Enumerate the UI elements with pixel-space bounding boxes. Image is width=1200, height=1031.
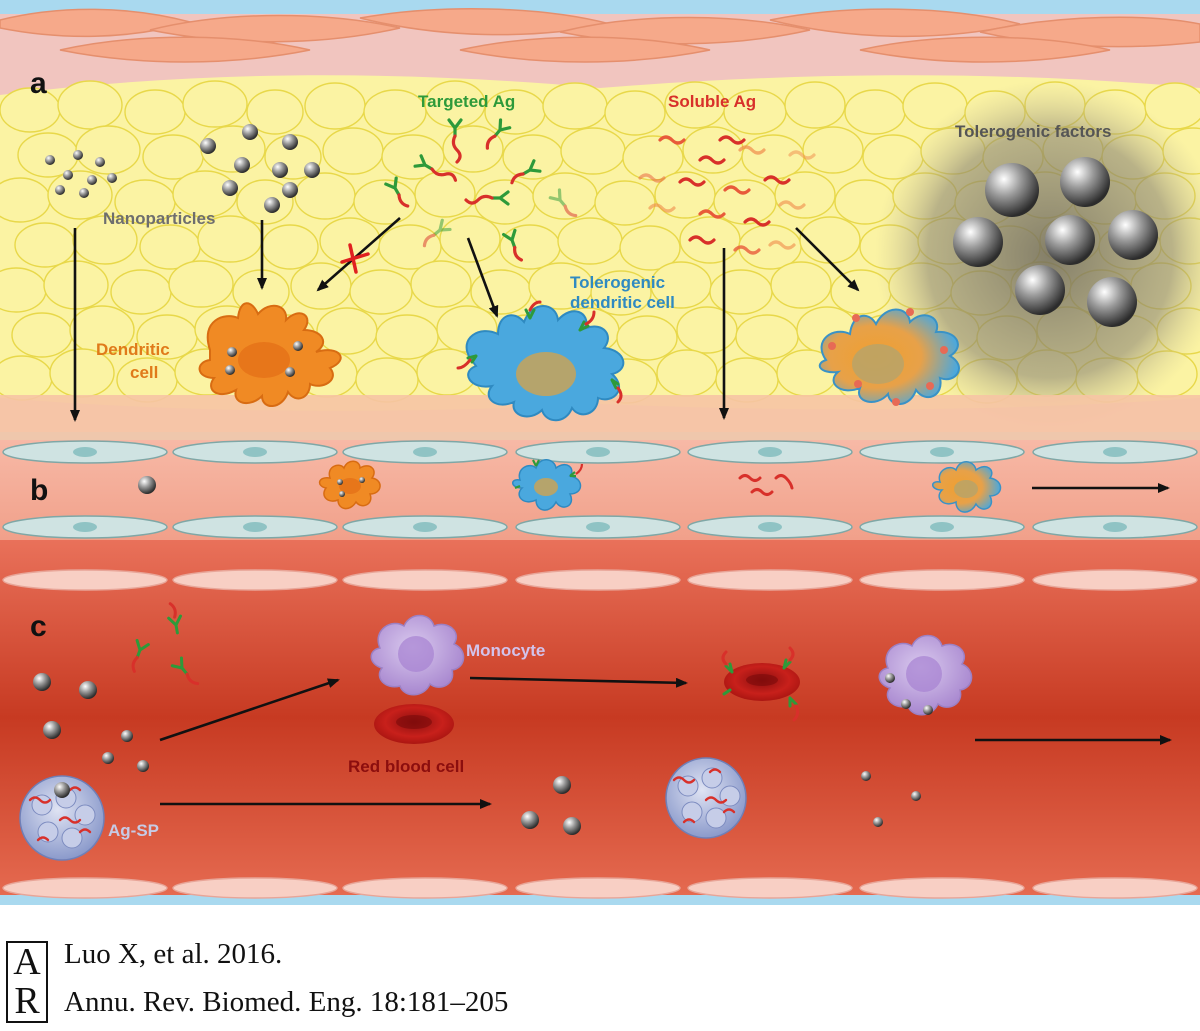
- lymph-mixed-dc: [932, 461, 1002, 513]
- blood-targeted-antigens: [131, 602, 200, 686]
- arrows-panel-a: [70, 217, 860, 422]
- epidermis-cells: [0, 8, 1200, 63]
- label-soluble-ag: Soluble Ag: [668, 92, 756, 111]
- monocyte: [370, 614, 465, 696]
- soluble-antigens: [638, 135, 816, 255]
- logo-letter-a: A: [13, 941, 41, 983]
- panel-letter-a: a: [30, 67, 47, 100]
- panel-letter-c: c: [30, 610, 47, 643]
- dendritic-cell: [198, 302, 342, 407]
- lymph-tolerogenic-dc: [512, 459, 584, 511]
- citation-authors: Luo X, et al. 2016.: [64, 938, 283, 970]
- soluble-ag-dendritic-cell: [818, 308, 960, 406]
- label-tolerogenic-dc-1: Tolerogenic: [570, 273, 665, 292]
- lymph-soluble-antigens: [738, 474, 794, 496]
- label-tolerogenic-factors: Tolerogenic factors: [955, 122, 1112, 141]
- label-dendritic-cell-1: Dendritic: [96, 340, 170, 359]
- annual-reviews-logo: A R: [6, 941, 48, 1023]
- logo-letter-r: R: [14, 980, 40, 1022]
- arrows-panel-c: [159, 676, 1172, 809]
- label-dendritic-cell-2: cell: [130, 363, 158, 382]
- targeted-antigens: [384, 118, 578, 262]
- red-blood-cell: [374, 704, 454, 744]
- label-ag-sp: Ag-SP: [108, 821, 159, 840]
- monocyte-with-nanoparticles: [878, 634, 973, 716]
- tolerogenic-factor-particles: [953, 157, 1158, 327]
- blood-vessel: [0, 540, 1200, 895]
- blood-endothelium-top: [2, 569, 1198, 591]
- dermis-lower: [0, 395, 1200, 443]
- blood-nanoparticles: [33, 673, 149, 772]
- ag-sp-particle: [19, 775, 105, 861]
- panel-letter-b: b: [30, 474, 48, 507]
- rbc-with-targeted-ag: [721, 646, 800, 722]
- lymph-nanoparticle: [138, 476, 156, 494]
- tolerogenic-dendritic-cell: [456, 300, 625, 422]
- lymph-endothelium-bottom: [2, 515, 1198, 539]
- block-x-icon: [340, 243, 370, 274]
- blood-nanoparticles-2: [521, 771, 921, 835]
- label-targeted-ag: Targeted Ag: [418, 92, 515, 111]
- medium-nanoparticles: [200, 124, 320, 213]
- label-tolerogenic-dc-2: dendritic cell: [570, 293, 675, 312]
- lymph-endothelium-top-nuclei: [73, 447, 1127, 457]
- label-nanoparticles: Nanoparticles: [103, 209, 215, 228]
- small-nanoparticles: [45, 150, 117, 198]
- label-monocyte: Monocyte: [466, 641, 545, 660]
- ag-sp-particle-circulating: [665, 757, 747, 839]
- label-red-blood-cell: Red blood cell: [348, 757, 464, 776]
- lymph-endothelium-bottom-nuclei: [73, 522, 1127, 532]
- blood-endothelium-bottom: [2, 877, 1198, 899]
- immune-tolerance-diagram: Nanoparticles Targeted Ag Soluble Ag Tol…: [0, 0, 1200, 905]
- citation-journal: Annu. Rev. Biomed. Eng. 18:181–205: [64, 986, 509, 1018]
- lymph-dendritic-cell: [318, 460, 381, 510]
